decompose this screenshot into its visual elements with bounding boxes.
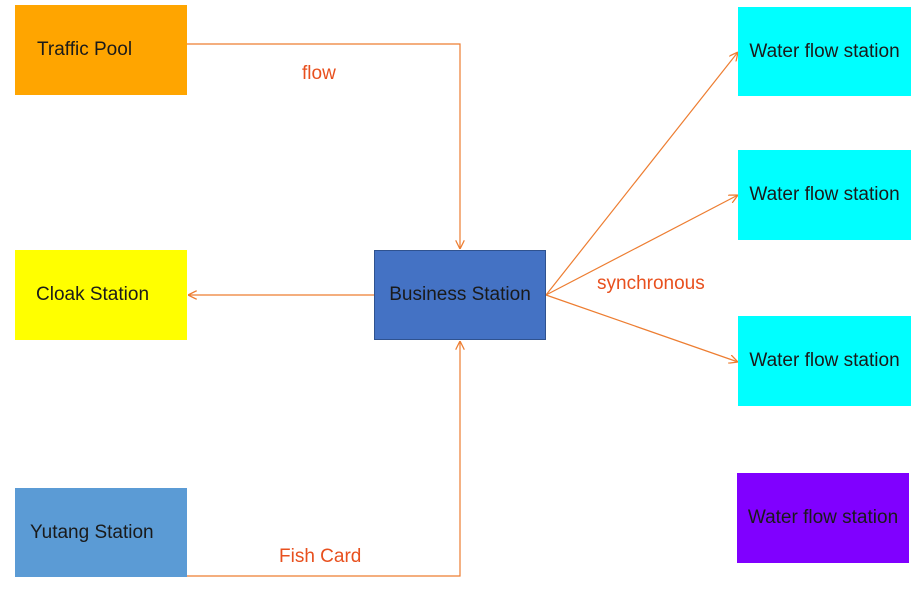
yutang-station-node: Yutang Station	[15, 488, 187, 577]
water-flow-station-label-2: Water flow station	[749, 184, 900, 205]
connector-yutang-to-business	[187, 341, 460, 577]
water-flow-station-node-4: Water flow station	[737, 473, 909, 563]
traffic-pool-label: Traffic Pool	[37, 39, 133, 60]
edge-label-synchronous: synchronous	[597, 273, 705, 294]
water-flow-station-label-4: Water flow station	[747, 507, 899, 528]
connector-business-to-water-flow-3	[545, 294, 738, 362]
edge-label-flow: flow	[302, 63, 336, 84]
edge-label-fish-card: Fish Card	[279, 546, 362, 567]
business-station-node: Business Station	[374, 250, 546, 340]
water-flow-station-node-2: Water flow station	[738, 150, 911, 240]
cloak-station-node: Cloak Station	[15, 250, 187, 340]
water-flow-station-node-1: Water flow station	[738, 7, 911, 96]
cloak-station-label: Cloak Station	[36, 284, 150, 305]
connector-traffic-to-business	[187, 43, 460, 249]
water-flow-station-label-3: Water flow station	[749, 350, 900, 371]
yutang-station-label: Yutang Station	[30, 521, 154, 543]
water-flow-station-label-1: Water flow station	[749, 40, 900, 62]
water-flow-station-node-3: Water flow station	[738, 316, 911, 406]
connector-business-to-water-flow-2	[545, 195, 738, 296]
business-station-label: Business Station	[389, 284, 531, 305]
traffic-pool-node: Traffic Pool	[15, 5, 187, 95]
connector-business-to-water-flow-1	[545, 52, 738, 296]
